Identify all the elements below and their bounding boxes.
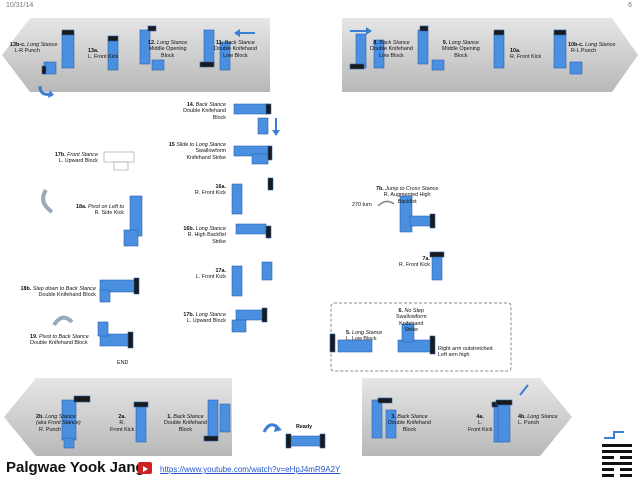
label-13a: 13a.L. Front Kick — [88, 48, 119, 61]
label-270-turn: 270 turn — [352, 202, 372, 208]
footprints — [41, 25, 583, 449]
gwae-symbol — [602, 444, 632, 477]
turn-arrow-19 — [52, 315, 74, 327]
label-13bc: 13b-c. Long Stance L-R Punch — [10, 42, 58, 55]
label-4a: 4a.L.Front Kick — [468, 414, 493, 433]
play-icon — [143, 466, 148, 472]
label-ready: Ready — [296, 424, 313, 430]
move-arrow-4b — [519, 384, 529, 396]
label-16a: 16a.R. Front Kick — [194, 184, 226, 197]
band-bottom-right — [362, 378, 572, 456]
date-label: 10/31/14 — [6, 2, 34, 9]
youtube-icon[interactable] — [138, 462, 152, 474]
label-2a: 2a.R.Front Kick — [110, 414, 135, 433]
turn-arrow-18 — [41, 188, 54, 214]
turn-arrow-7b — [377, 200, 395, 207]
label-2b: 2b. Long Stance(aka Front Stance) R. Pun… — [36, 414, 81, 433]
pattern-title: Palgwae Yook Jang — [6, 459, 145, 476]
label-10bc: 10b-c. Long Stance R-L Punch — [568, 42, 616, 55]
label-7a: 7a.R. Front Kick — [398, 256, 430, 269]
step-icon — [604, 431, 624, 439]
technique-6-box — [330, 302, 512, 372]
label-10a: 10a.R. Front Kick — [510, 48, 542, 61]
label-17a: 17a.L. Front Kick — [195, 268, 226, 281]
page-number: 6 — [628, 2, 632, 9]
turn-arrow-13 — [38, 85, 51, 96]
label-end: END — [117, 360, 129, 366]
youtube-link[interactable]: https://www.youtube.com/watch?v=eHpJ4mR9… — [160, 465, 341, 474]
band-bottom-left — [4, 378, 232, 456]
